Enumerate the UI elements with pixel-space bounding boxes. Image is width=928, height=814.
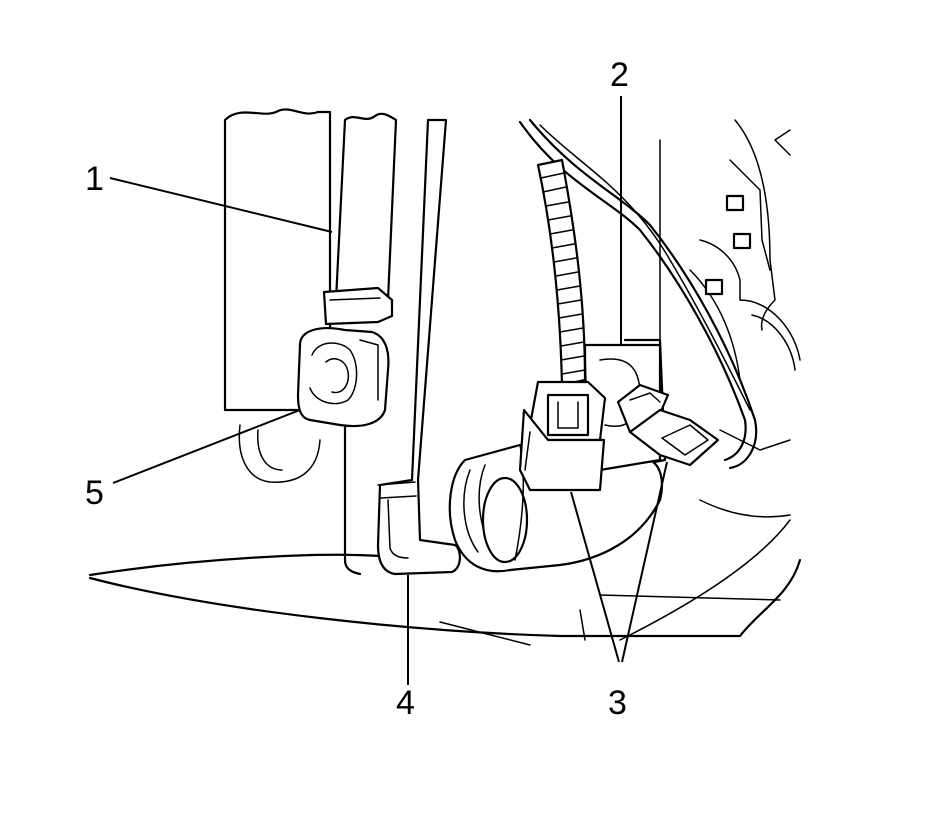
leader-3b (621, 461, 668, 663)
callout-leaders (109, 96, 668, 685)
hose-clamp (322, 286, 394, 326)
background-pipe (223, 108, 332, 483)
leader-5 (112, 409, 301, 484)
vapor-tube (376, 118, 461, 576)
electrical-connector-left (518, 380, 607, 492)
vent-hose (322, 112, 398, 326)
hose-connector (296, 327, 390, 428)
right-housing (689, 119, 801, 518)
callout-label-3: 3 (608, 684, 627, 722)
callout-label-2: 2 (610, 56, 629, 94)
valve-port (481, 476, 529, 564)
callout-label-1: 1 (85, 160, 104, 198)
callout-label-4: 4 (396, 684, 415, 722)
leader-1 (109, 177, 333, 233)
leader-3a (570, 491, 620, 663)
electrical-connector-right (616, 383, 720, 467)
callout-label-5: 5 (85, 474, 104, 512)
bolt-middle (732, 232, 752, 250)
bolt-upper (725, 194, 745, 212)
bolt-lower (704, 278, 724, 296)
